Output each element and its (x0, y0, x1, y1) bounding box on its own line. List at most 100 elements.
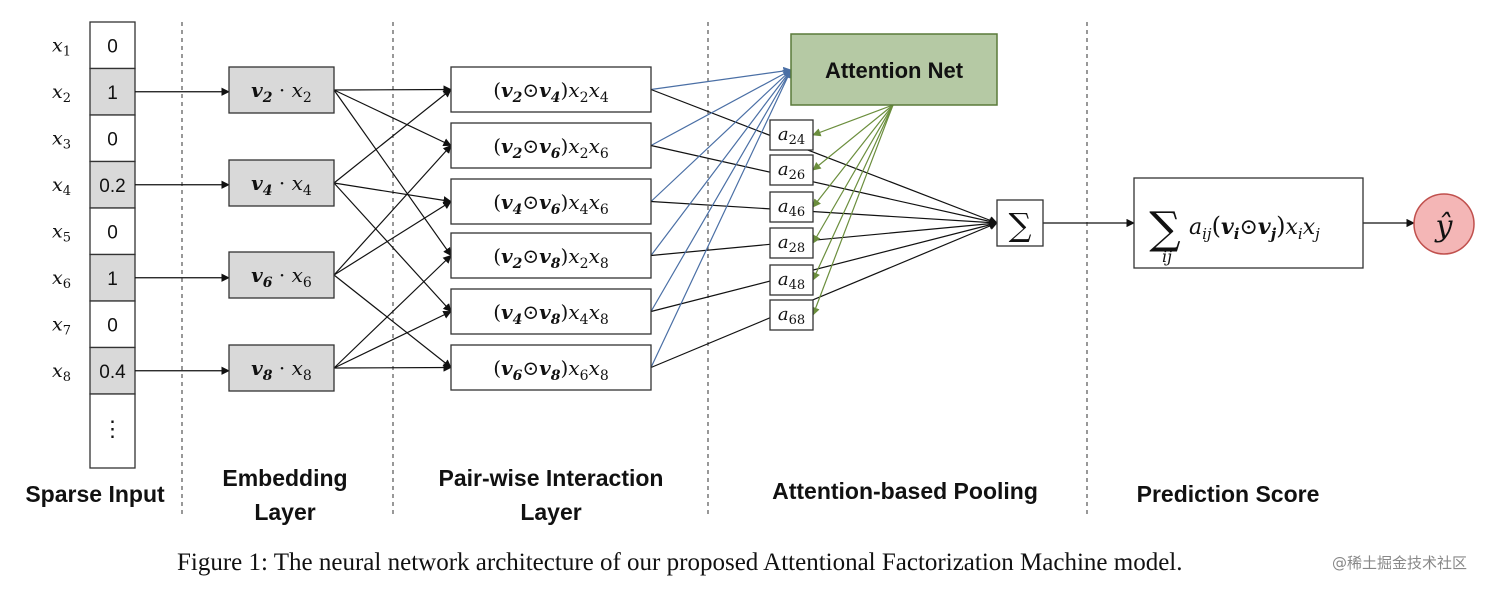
label-embedding-line2: Layer (254, 499, 315, 525)
feature-label: x5 (52, 220, 71, 245)
watermark: @稀土掘金技术社区 (1332, 554, 1467, 572)
pairwise-box (450, 178, 652, 225)
sparse-value: 0 (107, 315, 118, 336)
embedding-pair-edge (333, 274, 452, 369)
attention-weight-edge (812, 104, 894, 171)
feature-label: x8 (52, 360, 71, 385)
pairwise-label: (v4⊙v6)x4x6 (493, 190, 609, 218)
attention-weight-label: a48 (778, 269, 805, 293)
pairwise-box (450, 344, 652, 391)
attention-weight-box (769, 191, 814, 223)
attention-weight-edge (812, 104, 894, 208)
attention-net-label: Attention Net (825, 58, 964, 83)
pair-sum-edge (650, 220, 998, 313)
pair-attention-edge (650, 66, 792, 91)
sparse-value: 0 (107, 222, 118, 243)
attention-weight-box (769, 119, 814, 151)
embedding-pair-edge (333, 89, 452, 147)
pair-sum-edge (650, 222, 998, 369)
pairwise-box (450, 288, 652, 335)
sum-box (996, 199, 1044, 247)
embedding-pair-edge (333, 200, 452, 276)
sparse-cell-ellipsis (89, 393, 136, 469)
attention-weight-edge (812, 104, 894, 137)
embedding-pair-edge (333, 182, 452, 205)
pairwise-box (450, 66, 652, 113)
embedding-pair-edge (333, 363, 452, 372)
label-embedding-line1: Embedding (222, 465, 347, 491)
sparse-value: 0 (107, 129, 118, 150)
attention-weight-box (769, 264, 814, 296)
pairwise-label: (v4⊙v8)x4x8 (493, 300, 609, 328)
pairwise-box (450, 122, 652, 169)
feature-label: x4 (52, 174, 71, 199)
embedding-label: v6 · x6 (251, 263, 312, 291)
formula-sum-symbol: ∑ (1149, 203, 1180, 254)
prediction-formula: ∑ ij aij(vi⊙vj)xixj (1133, 177, 1364, 269)
pairwise-label: (v2⊙v6)x2x6 (493, 134, 609, 162)
sparse-value: 1 (107, 83, 118, 104)
formula-text: aij(vi⊙vj)xixj (1189, 212, 1320, 243)
pairwise-interaction-layer: (v2⊙v4)x2x4(v2⊙v6)x2x6(v4⊙v6)x4x6(v2⊙v8)… (450, 66, 652, 391)
edges (135, 66, 1415, 375)
embedding-pair-edge (333, 85, 452, 94)
embedding-pair-edge (333, 254, 452, 369)
pair-sum-edge (650, 88, 998, 225)
embedding-label: v2 · x2 (251, 78, 312, 106)
feature-label: x1 (52, 34, 71, 59)
sum-node: ∑ (996, 199, 1044, 247)
sum-symbol: ∑ (1009, 206, 1032, 244)
sparse-ellipsis: ⋮ (102, 416, 124, 441)
attention-net: Attention Net (790, 33, 998, 106)
embedding-box (228, 344, 335, 392)
embedding-box (228, 251, 335, 299)
figure-caption: Figure 1: The neural network architectur… (177, 549, 1182, 576)
embedding-pair-edge (333, 144, 452, 276)
pairwise-box (450, 232, 652, 279)
sparse-value: 0.4 (99, 362, 126, 383)
attention-weight-label: a26 (778, 159, 805, 183)
sparse-value: 0.2 (99, 176, 125, 197)
output-symbol: ŷ (1434, 209, 1454, 244)
layer-labels: Sparse Input Embedding Layer Pair-wise I… (25, 465, 1319, 525)
embedding-label: v4 · x4 (251, 171, 312, 199)
pairwise-label: (v2⊙v4)x2x4 (493, 78, 609, 106)
pair-attention-edge (650, 69, 792, 202)
attention-weight-label: a46 (778, 196, 805, 220)
pair-sum-edge (650, 200, 998, 227)
sparse-cell (89, 114, 136, 163)
attention-weight-box (769, 299, 814, 331)
attention-net-box (790, 33, 998, 106)
pair-sum-edge (650, 219, 998, 257)
label-pairwise-line2: Layer (520, 499, 581, 525)
feature-label: x2 (52, 81, 71, 106)
output-node: ŷ (1413, 193, 1475, 255)
pair-sum-edge (650, 144, 998, 226)
sparse-value: 1 (107, 269, 118, 290)
embedding-pair-edge (333, 310, 452, 369)
prediction-formula-box (1133, 177, 1364, 269)
sparse-cell (89, 21, 136, 70)
embedding-box (228, 159, 335, 207)
attention-weight-box (769, 227, 814, 259)
sparse-cell (89, 253, 136, 302)
layer-separators (181, 22, 1088, 515)
pair-attention-edge (650, 69, 792, 312)
embedding-box (228, 66, 335, 114)
pair-attention-edge (650, 69, 792, 368)
pair-attention-edge (650, 69, 792, 147)
feature-label: x3 (52, 127, 71, 152)
label-sparse-input: Sparse Input (25, 481, 165, 507)
embedding-pair-edge (333, 88, 452, 184)
label-prediction-score: Prediction Score (1137, 481, 1320, 507)
attention-weight-edge (812, 104, 894, 281)
formula-sum-subscript: ij (1162, 247, 1172, 266)
embedding-layer: v2 · x2 v4 · x4 v6 · x6 v8 · x8 (228, 66, 335, 392)
embedding-label: v8 · x8 (251, 356, 312, 384)
embedding-pair-edge (333, 182, 452, 313)
attention-weight-box (769, 154, 814, 186)
label-pairwise-line1: Pair-wise Interaction (439, 465, 664, 491)
feature-label: x6 (52, 267, 71, 292)
